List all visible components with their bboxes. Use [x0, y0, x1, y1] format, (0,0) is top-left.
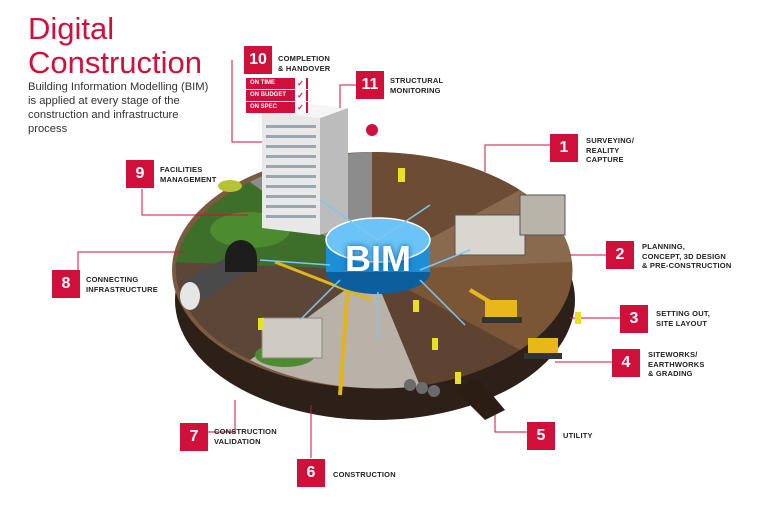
- step-4-label: SITEWORKS/ EARTHWORKS & GRADING: [648, 350, 705, 379]
- subtitle-line-1: Building Information Modelling (BIM): [28, 81, 209, 93]
- step-11-label-line: MONITORING: [390, 85, 441, 95]
- step-4-badge: 4: [612, 349, 640, 377]
- step-3-badge: 3: [620, 305, 648, 333]
- tower-side: [320, 108, 348, 235]
- step-7-badge: 7: [180, 423, 208, 451]
- checkmark-icon: ✓: [295, 78, 306, 89]
- step-8-label-line: INFRASTRUCTURE: [86, 284, 158, 294]
- checklist-item-on-spec: ON SPEC ✓: [246, 102, 308, 113]
- checklist-label: ON BUDGET: [250, 92, 286, 98]
- excavator-icon: [468, 288, 522, 323]
- step-3-label: SETTING OUT, SITE LAYOUT: [656, 309, 710, 328]
- bim-connectors: [259, 199, 471, 340]
- bulldozer-icon: [524, 338, 562, 359]
- subtitle-line-2: is applied at every stage of the: [28, 95, 180, 107]
- step-1-label: SURVEYING/ REALITY CAPTURE: [586, 136, 634, 165]
- worker-figures: [258, 168, 581, 384]
- step-2-label: PLANNING, CONCEPT, 3D DESIGN & PRE-CONST…: [642, 242, 731, 271]
- step-9-label-line: MANAGEMENT: [160, 174, 217, 184]
- step-1-label-line: CAPTURE: [586, 155, 624, 164]
- sector-earthworks: [372, 262, 573, 350]
- step-1-label-line: REALITY: [586, 145, 620, 155]
- checklist-label: ON SPEC: [250, 104, 278, 110]
- page-subtitle: Building Information Modelling (BIM) is …: [28, 80, 218, 136]
- page-title: Digital Construction: [28, 12, 202, 80]
- step-5-label-line: UTILITY: [563, 431, 593, 440]
- checkmark-icon: ✓: [295, 102, 306, 113]
- step-6-badge: 6: [297, 459, 325, 487]
- step-6-label-line: CONSTRUCTION: [333, 470, 396, 479]
- step-7-label: CONSTRUCTION VALIDATION: [214, 427, 277, 446]
- crane-mast: [338, 284, 350, 396]
- step-7-label-line: VALIDATION: [214, 436, 261, 446]
- step-9-badge: 9: [126, 160, 154, 188]
- crane-jib: [274, 260, 373, 302]
- office-room: [454, 214, 526, 256]
- step-2-label-line: PLANNING,: [642, 242, 686, 251]
- title-line-2: Construction: [28, 45, 203, 80]
- step-1-badge: 1: [550, 134, 578, 162]
- checklist-label: ON TIME: [250, 80, 275, 86]
- step-9-label: FACILITIES MANAGEMENT: [160, 165, 217, 184]
- tunnel-arch: [225, 240, 257, 272]
- step-7-label-line: CONSTRUCTION: [214, 427, 277, 436]
- step-4-label-line: EARTHWORKS: [648, 359, 705, 369]
- step-1-label-line: SURVEYING/: [586, 136, 635, 145]
- step-10-label-line: & HANDOVER: [278, 63, 331, 73]
- step-11-label: STRUCTURAL MONITORING: [390, 76, 443, 95]
- pipes-stack: [404, 379, 440, 397]
- car-icon: [180, 282, 200, 310]
- step-3-label-line: SETTING OUT,: [656, 309, 711, 318]
- step-10-label-line: COMPLETION: [278, 54, 330, 63]
- step-4-label-line: & GRADING: [648, 369, 693, 378]
- title-line-1: Digital: [28, 11, 115, 46]
- subtitle-line-3: construction and infrastructure process: [28, 109, 179, 135]
- leader-lines: [77, 60, 620, 458]
- tower-front: [262, 112, 320, 235]
- step-11-label-line: STRUCTURAL: [390, 76, 444, 85]
- car-icon: [218, 180, 242, 192]
- step-8-label-line: CONNECTING: [86, 275, 139, 284]
- site-cabin: [519, 194, 566, 236]
- step-9-label-line: FACILITIES: [160, 165, 203, 174]
- utility-trench: [455, 378, 505, 420]
- step-10-badge: 10: [244, 46, 272, 74]
- step-10-label: COMPLETION & HANDOVER: [278, 54, 330, 73]
- checklist-item-on-budget: ON BUDGET ✓: [246, 90, 308, 101]
- sector-infrastructure: [175, 262, 372, 360]
- step-2-label-line: & PRE-CONSTRUCTION: [642, 261, 732, 270]
- sector-utility: [372, 270, 520, 386]
- checklist-item-on-time: ON TIME ✓: [246, 78, 308, 89]
- step-6-label: CONSTRUCTION: [333, 470, 396, 480]
- step-8-badge: 8: [52, 270, 80, 298]
- concrete-frame: [261, 317, 323, 359]
- step-5-label: UTILITY: [563, 431, 593, 441]
- checkmark-icon: ✓: [295, 90, 306, 101]
- step-2-label-line: CONCEPT, 3D DESIGN: [642, 251, 727, 261]
- bim-center-label: BIM: [345, 238, 411, 279]
- step-5-badge: 5: [527, 422, 555, 450]
- tower-windows: [266, 125, 316, 218]
- step-8-label: CONNECTING INFRASTRUCTURE: [86, 275, 158, 294]
- drone-icon: [366, 124, 378, 136]
- step-3-label-line: SITE LAYOUT: [656, 318, 708, 328]
- step-11-badge: 11: [356, 71, 384, 99]
- step-4-label-line: SITEWORKS/: [648, 350, 698, 359]
- step-2-badge: 2: [606, 241, 634, 269]
